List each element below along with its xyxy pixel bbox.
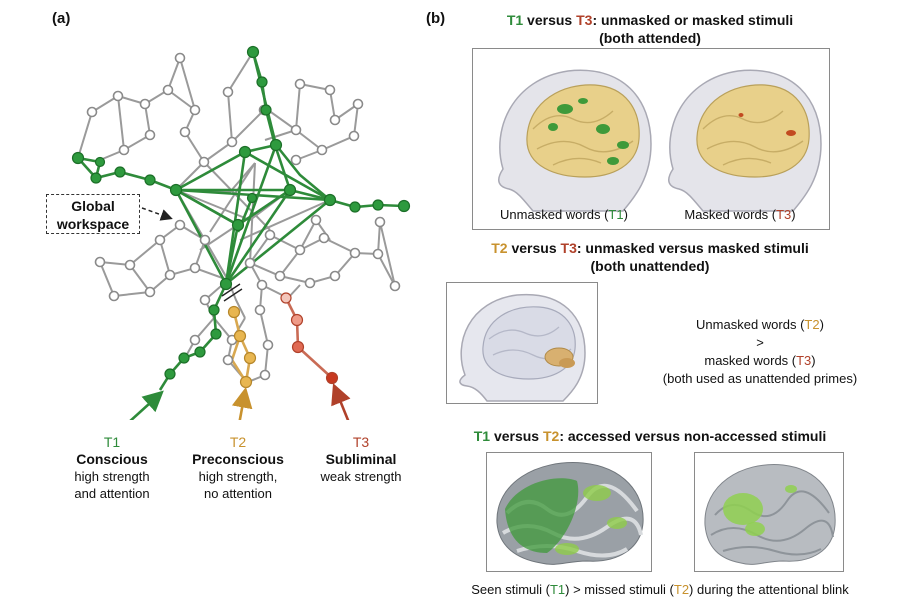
caption3-mid: ) > missed stimuli ( <box>565 582 674 597</box>
section2-line3: masked words (T3) <box>640 352 880 370</box>
line3-post: ) <box>811 353 816 368</box>
section2-line4: (both used as unattended primes) <box>662 371 858 386</box>
section2-subtitle: (both unattended) <box>590 258 710 274</box>
legend-t1-desc1: high strength <box>74 469 150 484</box>
green-nodes <box>71 45 411 380</box>
legend-t3-tag: T3 <box>352 434 370 450</box>
legend-t1: T1 Conscious high strength and attention <box>52 434 172 502</box>
caption-right-tag: T3 <box>776 207 792 222</box>
legend-t1-tag: T1 <box>103 434 121 450</box>
section1-versus: versus <box>523 12 577 28</box>
legend-t2-desc2: no attention <box>204 486 272 501</box>
section3-versus: versus <box>490 428 543 444</box>
workspace-label-line2: workspace <box>56 216 130 232</box>
legend-t3-name: Subliminal <box>325 451 397 467</box>
legend-t2: T2 Preconscious high strength, no attent… <box>176 434 300 502</box>
section3-tag-a: T1 <box>473 428 491 444</box>
line3-pre: masked words ( <box>704 353 797 368</box>
caption-right-post: ) <box>791 207 796 222</box>
section1-title-text: : unmasked or masked stimuli <box>592 12 794 28</box>
legend-t1-desc2: and attention <box>74 486 150 501</box>
caption-left-post: ) <box>623 207 628 222</box>
head-unattended-image <box>459 293 586 402</box>
grey-nodes <box>86 52 401 381</box>
legend-t3-desc1: weak strength <box>320 469 402 484</box>
caption-left-tag: T1 <box>608 207 624 222</box>
section1-tag-b: T3 <box>576 12 593 28</box>
section1-tag-a: T1 <box>506 12 524 28</box>
section2-title: T2 versus T3: unmasked versus masked sti… <box>460 240 840 256</box>
caption3-post: ) during the attentional blink <box>689 582 849 597</box>
section1-caption-left: Unmasked words (T1) <box>479 207 649 222</box>
caption-left-pre: Unmasked words ( <box>500 207 609 222</box>
section2-line1: Unmasked words (T2) <box>640 316 880 334</box>
global-workspace-network <box>71 45 411 420</box>
section2-title-text: : unmasked versus masked stimuli <box>576 240 809 256</box>
legend-t2-name: Preconscious <box>192 451 284 467</box>
panel-b-label: (b) <box>426 10 446 27</box>
workspace-label-line1: Global <box>71 198 115 214</box>
tan-edges <box>230 311 252 383</box>
brain-seen-image <box>496 462 644 565</box>
global-workspace-label: Global workspace <box>46 194 140 234</box>
line1-pre: Unmasked words ( <box>696 317 805 332</box>
legend-t1-name: Conscious <box>76 451 148 467</box>
workspace-pointer-arrow <box>141 207 173 221</box>
caption-right-pre: Masked words ( <box>684 207 777 222</box>
legend-t3: T3 Subliminal weak strength <box>302 434 420 485</box>
section2-frame <box>446 282 598 404</box>
section3-title-text: : accessed versus non-accessed stimuli <box>559 428 827 444</box>
section2-versus: versus <box>507 240 561 256</box>
block-marks <box>221 283 243 302</box>
red-edges <box>284 297 333 379</box>
section2-tag-b: T3 <box>560 240 577 256</box>
section1-caption-right: Masked words (T3) <box>657 207 823 222</box>
section2-line2: > <box>756 335 764 350</box>
line1-post: ) <box>819 317 824 332</box>
legend-t2-desc1: high strength, <box>198 469 278 484</box>
line1-tag: T2 <box>804 317 820 332</box>
brain-seen-frame <box>486 452 652 572</box>
section1-frame: Unmasked words (T1) Masked words (T3) <box>472 48 830 230</box>
caption3-tag-a: T1 <box>549 582 566 597</box>
t1-input-arrow <box>129 390 164 420</box>
head-right-image <box>668 69 822 212</box>
brain-missed-frame <box>694 452 844 572</box>
section3-title: T1 versus T2: accessed versus non-access… <box>440 428 860 444</box>
head-left-image <box>498 69 652 212</box>
t2-input-arrow <box>231 386 253 420</box>
legend-t2-tag: T2 <box>229 434 247 450</box>
caption3-pre: Seen stimuli ( <box>471 582 550 597</box>
section3-tag-b: T2 <box>543 428 560 444</box>
section1-title: T1 versus T3: unmasked or masked stimuli <box>470 12 830 28</box>
brain-missed-image <box>704 464 836 565</box>
caption3-tag-b: T2 <box>673 582 690 597</box>
section2-tag-a: T2 <box>491 240 508 256</box>
section1-brain-heads <box>498 69 822 212</box>
panel-a-label: (a) <box>52 10 71 27</box>
line3-tag: T3 <box>796 353 812 368</box>
tan-nodes <box>227 305 257 389</box>
t3-input-arrow <box>331 383 351 420</box>
section2-description: Unmasked words (T2) > masked words (T3) … <box>640 316 880 388</box>
section1-subtitle: (both attended) <box>599 30 701 46</box>
section3-caption: Seen stimuli (T1) > missed stimuli (T2) … <box>420 582 900 597</box>
